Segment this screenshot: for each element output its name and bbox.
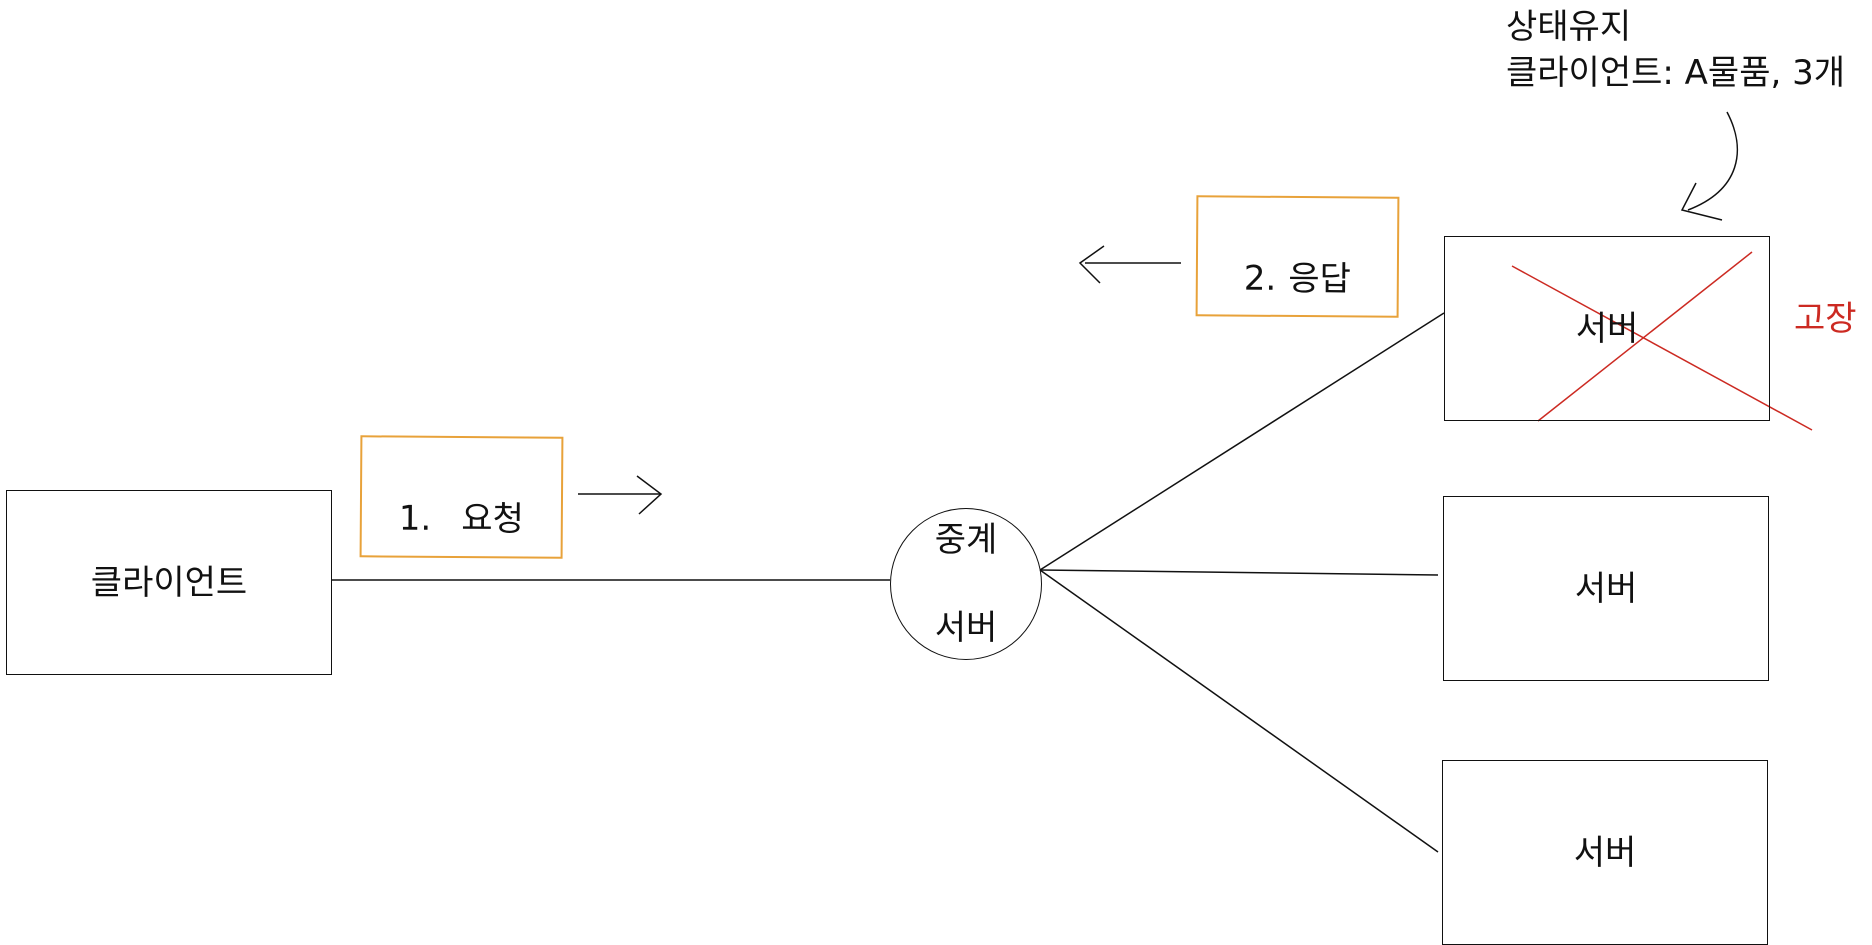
server-box-failed: 서버 [1444, 236, 1770, 421]
response-step-label: 응답 [1288, 258, 1351, 299]
state-note: 상태유지 클라이언트: A물품, 3개 [1506, 4, 1845, 96]
response-arrow [1078, 245, 1181, 284]
state-note-arrow [1680, 111, 1739, 221]
state-note-detail: 클라이언트: A물품, 3개 [1506, 53, 1846, 93]
client-label: 클라이언트 [90, 562, 248, 603]
relay-server-node: 중계 서버 [890, 508, 1042, 660]
relay-server-label-line1: 중계 [934, 520, 998, 560]
server-box: 서버 [1442, 760, 1768, 945]
response-step-box: 2. 응답 [1195, 195, 1400, 318]
request-arrow [578, 475, 663, 515]
request-step-label: 요청 [461, 498, 524, 540]
response-step-number: 2. [1243, 258, 1277, 299]
failure-cross-icon [1511, 251, 1813, 431]
server-box: 서버 [1443, 496, 1769, 681]
server-label: 서버 [1574, 568, 1638, 609]
server-label: 서버 [1573, 832, 1637, 873]
request-step-number: 1. [398, 498, 432, 539]
request-step-box: 1. 요청 [359, 435, 564, 559]
state-note-title: 상태유지 [1506, 7, 1632, 47]
relay-server1-connection [1039, 312, 1445, 571]
relay-server3-connection [1039, 569, 1439, 853]
server-label: 서버 [1575, 308, 1639, 349]
relay-server-label-line2: 서버 [934, 608, 998, 648]
failure-label: 고장 [1794, 299, 1857, 339]
client-box: 클라이언트 [6, 490, 332, 675]
relay-server2-connection [1039, 569, 1439, 576]
